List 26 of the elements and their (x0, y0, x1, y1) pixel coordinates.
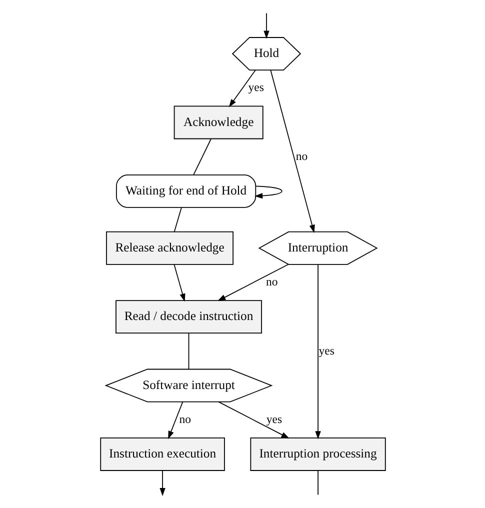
arrow (218, 402, 289, 439)
connector (192, 138, 211, 176)
edge-label: no (178, 412, 191, 426)
arrow (217, 264, 288, 302)
connector (173, 207, 182, 232)
edge-label: no (266, 276, 278, 289)
arrow (254, 186, 282, 199)
node-box: Release acknowledge (106, 231, 233, 265)
edge-label: yes (318, 344, 334, 358)
arrow (173, 264, 185, 302)
edge-label: yes (266, 412, 282, 426)
arrow (228, 70, 256, 108)
node-box: Waiting for end of Hold (115, 174, 256, 208)
edge-label: yes (248, 81, 264, 94)
arrow (168, 402, 183, 440)
arrow (263, 12, 269, 39)
node-box: Acknowledge (173, 106, 263, 140)
arrow (159, 470, 165, 496)
edge-label: no (295, 150, 308, 163)
arrow (314, 264, 320, 440)
connector (188, 332, 189, 370)
connector (317, 470, 318, 496)
node-box: Instruction execution (100, 438, 224, 471)
arrow (270, 70, 314, 234)
node-box: Interruption processing (250, 438, 386, 471)
node-box: Read / decode instruction (115, 300, 262, 334)
